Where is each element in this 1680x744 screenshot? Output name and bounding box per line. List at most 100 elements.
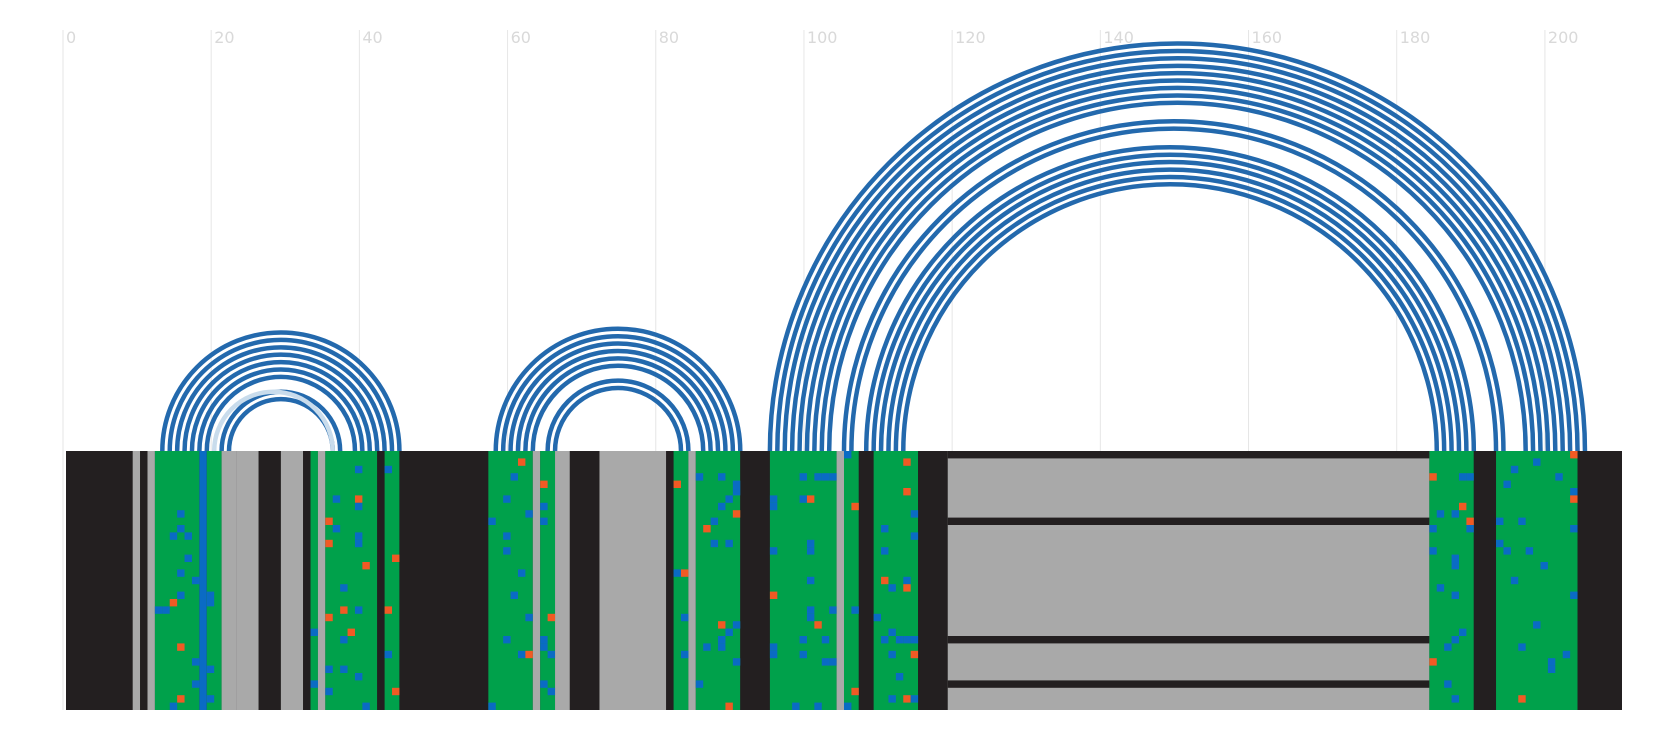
mismatch-cell (340, 584, 348, 592)
mismatch-cell (184, 554, 192, 562)
mismatch-cell (710, 539, 719, 548)
mismatch-cell (206, 695, 215, 703)
mismatch-cell (769, 495, 778, 503)
base-pair-arc (545, 378, 691, 452)
alignment-column (317, 451, 326, 710)
mismatch-cell (903, 458, 911, 466)
mismatch-cell (769, 547, 778, 555)
mismatch-cell (814, 473, 822, 481)
mismatch-cell (903, 584, 911, 592)
mismatch-cell (1570, 525, 1578, 533)
mismatch-cell (1444, 643, 1452, 651)
mismatch-cell (525, 510, 533, 518)
mismatch-cell (540, 636, 548, 644)
mismatch-cell (1496, 517, 1504, 525)
alignment-column (673, 451, 689, 710)
mismatch-cell (769, 591, 778, 599)
base-pair-arc (515, 349, 721, 452)
mismatch-cell (169, 532, 178, 540)
mismatch-cell (488, 517, 496, 525)
mismatch-cell (703, 643, 711, 651)
alignment-column (666, 451, 674, 710)
base-pair-arc (508, 341, 728, 452)
base-pair-arc (886, 167, 1454, 452)
mismatch-cell (814, 702, 822, 710)
mismatch-cell (1518, 643, 1526, 651)
mismatch-cell (354, 539, 363, 548)
alignment-column (532, 451, 541, 710)
mismatch-cell (814, 621, 822, 629)
base-pair-arc (197, 367, 365, 452)
tick-label: 0 (66, 28, 76, 47)
mismatch-cell (732, 510, 741, 518)
mismatch-cell (169, 702, 178, 710)
mismatch-cell (673, 569, 681, 577)
mismatch-cell (1429, 473, 1437, 481)
base-pair-arc (878, 159, 1462, 452)
base-pair-arc (204, 374, 358, 452)
mismatch-cell (910, 510, 919, 518)
mismatch-cell (806, 613, 815, 622)
base-pair-arc (493, 326, 743, 452)
alignment-column (221, 451, 237, 710)
alignment-column (844, 451, 859, 710)
mismatch-cell (392, 687, 400, 696)
mismatch-cell (718, 636, 726, 644)
alignment-column (206, 451, 222, 710)
mismatch-cell (888, 584, 896, 592)
mismatch-cell (799, 495, 807, 503)
base-pair-arc (841, 119, 1506, 452)
mismatch-cell (162, 606, 170, 614)
mismatch-cell (910, 636, 919, 644)
mismatch-cell (703, 525, 711, 533)
alignment-column (1473, 451, 1497, 710)
mismatch-cell (673, 480, 681, 488)
mismatch-cell (1451, 636, 1459, 644)
mismatch-cell (354, 532, 363, 540)
mismatch-cell (510, 473, 518, 481)
mismatch-cell (540, 480, 548, 488)
mismatch-cell (1518, 695, 1526, 703)
mismatch-cell (177, 695, 185, 703)
mismatch-cell (792, 702, 800, 710)
mismatch-cell (177, 569, 185, 577)
mismatch-cell (732, 621, 741, 629)
mismatch-cell (510, 591, 518, 599)
mismatch-cell (169, 599, 178, 607)
alignment-column (199, 451, 207, 710)
mismatch-cell (799, 473, 807, 481)
alignment-column (258, 451, 281, 710)
base-pair-arc (167, 337, 395, 452)
mismatch-cell (725, 539, 733, 548)
mismatch-cell (851, 687, 859, 696)
mismatch-cell (310, 628, 318, 636)
base-pair-arc (182, 352, 380, 452)
base-pair-arc (901, 182, 1440, 452)
base-pair-arc (552, 386, 684, 452)
tick-label: 20 (214, 28, 234, 47)
mismatch-cell (503, 547, 511, 555)
mismatch-cell (184, 532, 192, 540)
mismatch-cell (503, 495, 511, 503)
mismatch-cell (488, 702, 496, 710)
mismatch-cell (354, 465, 363, 474)
base-pair-arc (174, 345, 387, 452)
mismatch-cell (695, 473, 704, 481)
base-pair-arc (523, 356, 713, 452)
mismatch-cell (1540, 562, 1548, 570)
mismatch-cell (206, 591, 215, 599)
mismatch-cell (362, 702, 370, 710)
mismatch-cell (325, 665, 333, 673)
mismatch-cell (769, 502, 778, 511)
alignment-row-band (947, 636, 1430, 644)
base-pair-arc (530, 363, 706, 452)
tick-label: 120 (955, 28, 986, 47)
alignment-column (310, 451, 318, 710)
mismatch-cell (354, 502, 363, 511)
mismatch-cell (384, 650, 393, 659)
alignment-column (280, 451, 304, 710)
alignment-column (569, 451, 600, 710)
mismatch-cell (799, 650, 807, 659)
mismatch-cell (1570, 495, 1578, 503)
mismatch-cell (547, 613, 556, 622)
